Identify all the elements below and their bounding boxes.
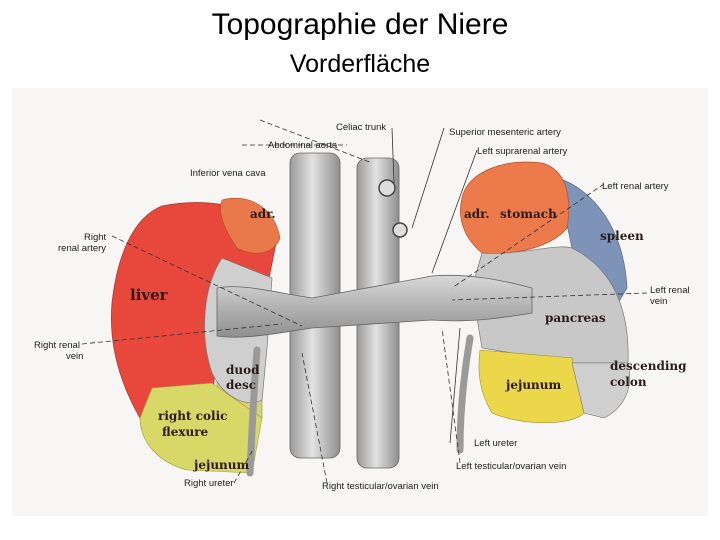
label-left-renal-vein-line1: Left renal	[650, 285, 690, 296]
organ-stomach: stomach	[500, 207, 557, 221]
organ-right-colic-flexure-line1: right colic	[158, 409, 227, 423]
page-subtitle: Vorderfläche	[289, 50, 431, 78]
label-left-ureter: Left ureter	[474, 438, 517, 449]
spleen-region	[556, 177, 628, 314]
label-celiac-trunk: Celiac trunk	[336, 122, 386, 133]
organ-liver: liver	[130, 286, 169, 304]
jejunum-left-region	[478, 349, 585, 423]
label-right-renal-artery-line1: Right	[84, 232, 107, 243]
sma-opening	[392, 222, 408, 238]
label-left-renal-vein-line2: vein	[650, 296, 667, 307]
label-right-ureter: Right ureter	[184, 478, 234, 489]
label-superior-mesenteric-artery: Superior mesenteric artery	[449, 127, 561, 138]
organ-jejunum-right: jejunum	[193, 458, 249, 472]
label-right-testicular-vein: Right testicular/ovarian vein	[322, 481, 439, 492]
anatomy-illustration: Celiac trunk Abdominal aorta Inferior ve…	[12, 88, 708, 516]
label-right-renal-vein-line1: Right renal	[34, 340, 80, 351]
descending-colon-region	[571, 362, 630, 419]
label-right-renal-artery-line2: renal artery	[58, 243, 106, 254]
left-side-organs	[460, 161, 630, 423]
label-left-suprarenal-artery: Left suprarenal artery	[477, 146, 568, 157]
organ-spleen: spleen	[600, 229, 644, 243]
label-left-renal-artery: Left renal artery	[602, 181, 669, 192]
organ-pancreas: pancreas	[545, 311, 606, 325]
celiac-trunk-opening	[378, 179, 396, 197]
organ-descending-colon-line2: colon	[610, 375, 647, 389]
organ-adr-left: adr.	[464, 207, 490, 221]
page-title: Topographie der Niere	[211, 8, 509, 41]
label-left-testicular-vein: Left testicular/ovarian vein	[456, 461, 566, 472]
left-ureter	[456, 334, 474, 454]
great-vessels	[216, 152, 533, 477]
stomach-region	[460, 161, 570, 254]
vessel-labels: Celiac trunk Abdominal aorta Inferior ve…	[34, 122, 690, 492]
organ-jejunum-left: jejunum	[505, 378, 561, 392]
adrenal-right-region	[220, 197, 281, 254]
kidney-topography-figure: Celiac trunk Abdominal aorta Inferior ve…	[12, 88, 708, 516]
organ-duod-line1: duod	[226, 363, 260, 377]
right-ureter	[246, 346, 261, 477]
organ-duod-line2: desc	[226, 378, 256, 392]
label-abdominal-aorta: Abdominal aorta	[268, 140, 338, 151]
leader-lines	[81, 119, 648, 484]
renal-vessel-trunk	[216, 274, 533, 338]
organ-labels: adr. liver duod desc right colic flexure…	[130, 207, 687, 472]
label-right-renal-vein-line2: vein	[66, 351, 83, 362]
organ-descending-colon-line1: descending	[610, 359, 687, 373]
label-inferior-vena-cava: Inferior vena cava	[190, 168, 266, 179]
organ-right-colic-flexure-line2: flexure	[162, 425, 209, 439]
organ-adr-right: adr.	[250, 207, 276, 221]
